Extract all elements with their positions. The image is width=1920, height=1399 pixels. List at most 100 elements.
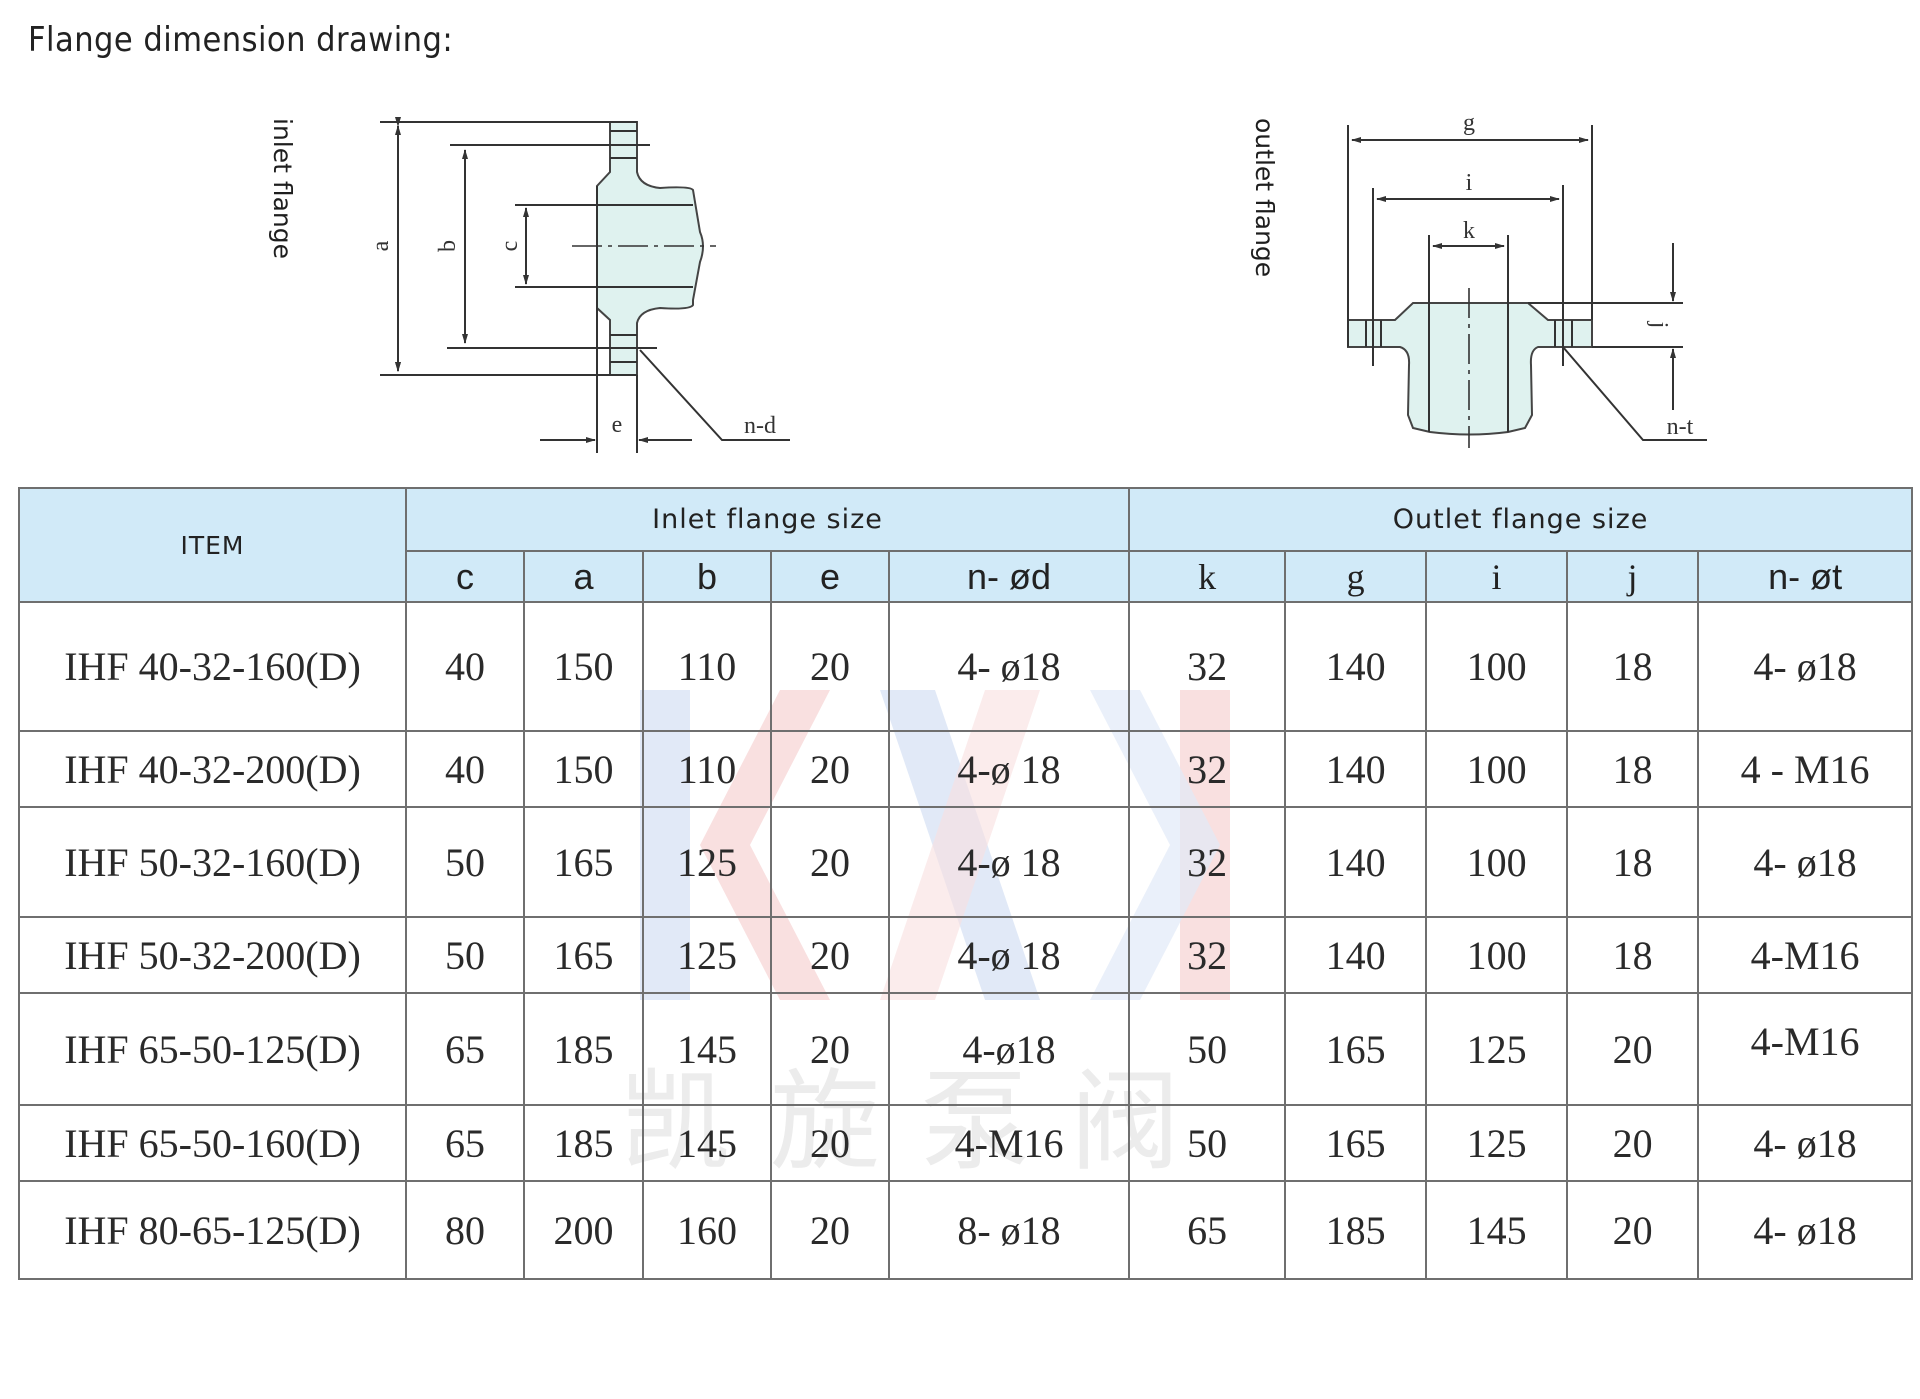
cell-i: 100 [1425,806,1569,918]
cell-n-t: 4- ø18 [1697,601,1914,732]
inlet-dimension-labels: a b c e n-d [368,240,776,439]
cell-item: IHF 40-32-160(D) [18,601,407,732]
cell-i: 100 [1425,916,1569,994]
table-row: IHF 50-32-160(D) 50 165 125 20 4-ø 18 32… [18,806,1914,918]
cell-g: 140 [1284,730,1428,808]
dim-label-b: b [435,240,461,252]
table-row: IHF 50-32-200(D) 50 165 125 20 4-ø 18 32… [18,916,1914,994]
cell-i: 125 [1425,992,1569,1106]
cell-g: 140 [1284,806,1428,918]
dim-label-i: i [1466,170,1473,196]
cell-n-d: 4-ø 18 [887,806,1131,918]
cell-n-t: 4-M16 [1697,916,1914,994]
header-inlet-flange-size: Inlet flange size [404,487,1131,552]
cell-b: 125 [642,806,772,918]
cell-g: 140 [1284,916,1428,994]
cell-i: 100 [1425,601,1569,732]
dim-label-c: c [497,241,523,252]
table-row: IHF 65-50-125(D) 65 185 145 20 4-ø18 50 … [18,992,1914,1106]
cell-b: 145 [642,1104,772,1182]
dim-label-k: k [1463,218,1475,244]
cell-item: IHF 50-32-160(D) [18,806,407,918]
outlet-dimension-labels: g i k j n-t [1463,110,1694,440]
cell-g: 165 [1284,992,1428,1106]
cell-n-t: 4- ø18 [1697,806,1914,918]
cell-n-d: 4-M16 [887,1104,1131,1182]
cell-j: 20 [1566,992,1700,1106]
header-col-n-t: n- øt [1697,550,1914,603]
cell-c: 50 [405,916,525,994]
cell-k: 65 [1128,1180,1287,1280]
cell-e: 20 [770,992,890,1106]
cell-a: 165 [523,916,644,994]
dim-label-n-d: n-d [744,413,776,439]
header-item: ITEM [18,487,407,603]
cell-g: 185 [1284,1180,1428,1280]
header-col-j: j [1566,550,1700,603]
cell-a: 150 [523,730,644,808]
cell-e: 20 [770,1104,890,1182]
cell-a: 150 [523,601,644,732]
cell-c: 80 [405,1180,525,1280]
header-col-k: k [1128,550,1287,603]
cell-j: 20 [1566,1104,1700,1182]
table-row: IHF 65-50-160(D) 65 185 145 20 4-M16 50 … [18,1104,1914,1182]
cell-e: 20 [770,916,890,994]
cell-i: 125 [1425,1104,1569,1182]
cell-j: 20 [1566,1180,1700,1280]
cell-e: 20 [770,1180,890,1280]
cell-k: 32 [1128,601,1287,732]
cell-n-d: 4- ø18 [887,601,1131,732]
cell-n-t: 4- ø18 [1697,1104,1914,1182]
dim-label-e: e [612,412,623,438]
cell-b: 145 [642,992,772,1106]
cell-a: 200 [523,1180,644,1280]
cell-n-t: 4 - M16 [1697,730,1914,808]
cell-i: 100 [1425,730,1569,808]
cell-j: 18 [1566,601,1700,732]
cell-g: 140 [1284,601,1428,732]
cell-c: 50 [405,806,525,918]
flange-dimension-table: ITEM Inlet flange size Outlet flange siz… [18,487,1914,1280]
cell-item: IHF 80-65-125(D) [18,1180,407,1280]
cell-k: 32 [1128,916,1287,994]
cell-e: 20 [770,730,890,808]
dim-label-n-t: n-t [1667,414,1694,440]
cell-c: 40 [405,730,525,808]
table-row: IHF 40-32-160(D) 40 150 110 20 4- ø18 32… [18,601,1914,732]
cell-n-d: 4-ø 18 [887,730,1131,808]
dim-label-j: j [1646,321,1672,329]
header-col-n-d: n- ød [887,550,1131,603]
header-col-g: g [1284,550,1428,603]
cell-e: 20 [770,806,890,918]
cell-j: 18 [1566,916,1700,994]
cell-g: 165 [1284,1104,1428,1182]
cell-n-t: 4-M16 [1697,992,1914,1106]
cell-j: 18 [1566,730,1700,808]
table-row: IHF 80-65-125(D) 80 200 160 20 8- ø18 65… [18,1180,1914,1280]
cell-c: 65 [405,992,525,1106]
cell-k: 32 [1128,806,1287,918]
cell-c: 65 [405,1104,525,1182]
cell-e: 20 [770,601,890,732]
dim-label-g: g [1463,110,1475,136]
cell-k: 50 [1128,992,1287,1106]
header-col-i: i [1425,550,1569,603]
page-title: Flange dimension drawing: [28,20,454,60]
cell-k: 32 [1128,730,1287,808]
header-col-e: e [770,550,890,603]
header-col-c: c [405,550,525,603]
cell-b: 110 [642,730,772,808]
flange-drawings: a b c e n-d [368,110,1707,453]
header-outlet-flange-size: Outlet flange size [1128,487,1914,552]
header-col-b: b [642,550,772,603]
cell-k: 50 [1128,1104,1287,1182]
cell-n-t: 4- ø18 [1697,1180,1914,1280]
cell-a: 165 [523,806,644,918]
table-row: IHF 40-32-200(D) 40 150 110 20 4-ø 18 32… [18,730,1914,808]
outlet-flange-drawing [1347,125,1707,448]
cell-a: 185 [523,1104,644,1182]
cell-n-d: 8- ø18 [887,1180,1131,1280]
cell-c: 40 [405,601,525,732]
cell-item: IHF 65-50-125(D) [18,992,407,1106]
